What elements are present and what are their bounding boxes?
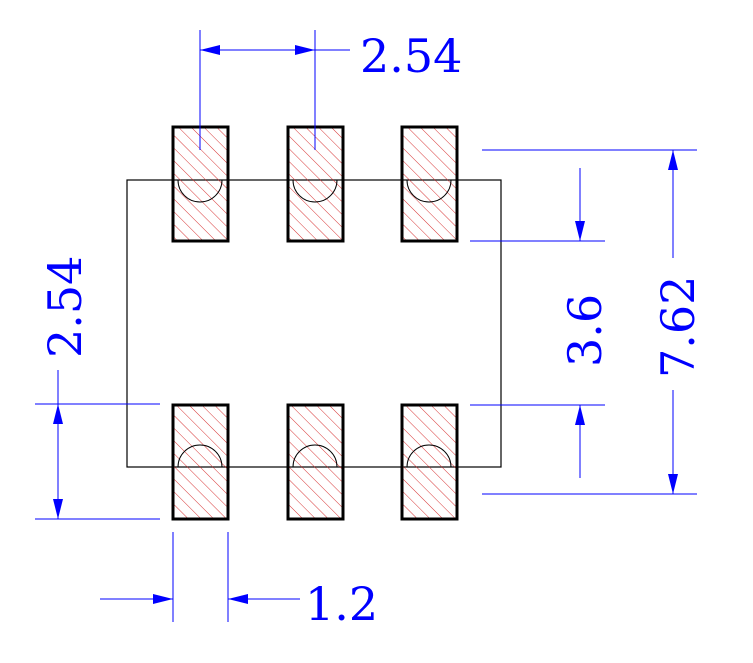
dimension-overall-span bbox=[482, 149, 697, 495]
dimension-left-pitch bbox=[35, 370, 160, 520]
pad-bottom-2 bbox=[286, 403, 345, 521]
dimension-overall-span-label: 7.62 bbox=[651, 276, 705, 378]
dimension-inner-gap bbox=[470, 168, 605, 478]
dimension-left-pitch-label: 2.54 bbox=[38, 256, 92, 358]
dimension-top-pitch-label: 2.54 bbox=[360, 29, 462, 83]
pad-top-3 bbox=[400, 125, 459, 243]
dimension-pad-width bbox=[100, 532, 300, 622]
pad-bottom-1 bbox=[171, 403, 230, 521]
pad-bottom-3 bbox=[400, 403, 459, 521]
dimension-inner-gap-label: 3.6 bbox=[558, 294, 612, 367]
dimension-pad-width-label: 1.2 bbox=[305, 577, 378, 631]
bottom-pad-row bbox=[171, 403, 459, 521]
dimension-top-pitch bbox=[199, 30, 350, 150]
